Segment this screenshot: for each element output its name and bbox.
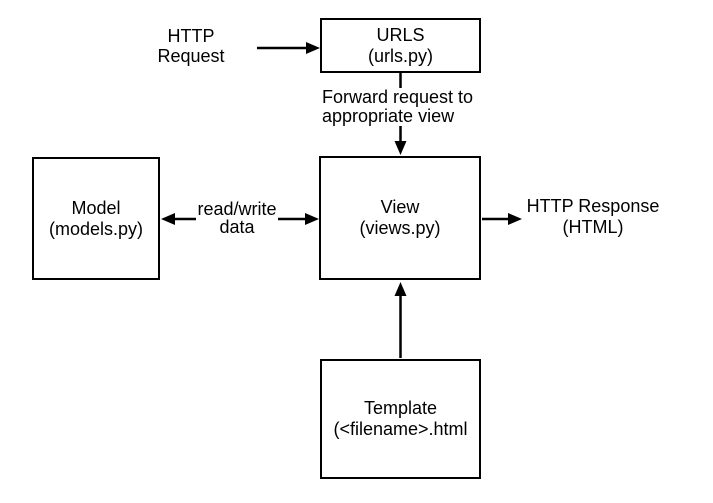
model-node-subtitle: (models.py) (48, 218, 144, 239)
forward-request-label-line1: Forward request to (322, 87, 474, 107)
view-node-subtitle: (views.py) (359, 218, 441, 238)
forward-request-label-line2: appropriate view (322, 106, 455, 126)
template-node-subtitle: (<filename>.html (333, 419, 468, 439)
urls-node-title: URLS (376, 24, 425, 45)
arrow-view-to-http-response (482, 213, 522, 225)
template-node-title: Template (363, 398, 438, 418)
urls-node-subtitle: (urls.py) (367, 45, 433, 66)
model-node-title: Model (71, 197, 121, 218)
template-node: Template (<filename>.html (320, 359, 481, 479)
arrow-template-to-view (394, 282, 407, 358)
http-request-label-line1: HTTP (167, 26, 215, 46)
read-write-data-label: read/write data (196, 200, 278, 236)
read-write-data-label-line1: read/write (197, 199, 277, 219)
read-write-data-label-line2: data (219, 217, 255, 237)
model-node: Model (models.py) (32, 157, 160, 280)
http-response-label-line2: (HTML) (562, 217, 624, 237)
view-node: View (views.py) (319, 156, 481, 280)
forward-request-label: Forward request to appropriate view (322, 87, 474, 126)
arrow-http-request-to-urls (257, 42, 320, 54)
view-node-title: View (380, 197, 420, 217)
http-response-label-line1: HTTP Response (526, 196, 660, 216)
http-request-label: HTTP Request (141, 26, 241, 66)
urls-node: URLS (urls.py) (320, 18, 481, 73)
http-response-label: HTTP Response (HTML) (520, 196, 666, 238)
http-request-label-line2: Request (157, 46, 225, 66)
